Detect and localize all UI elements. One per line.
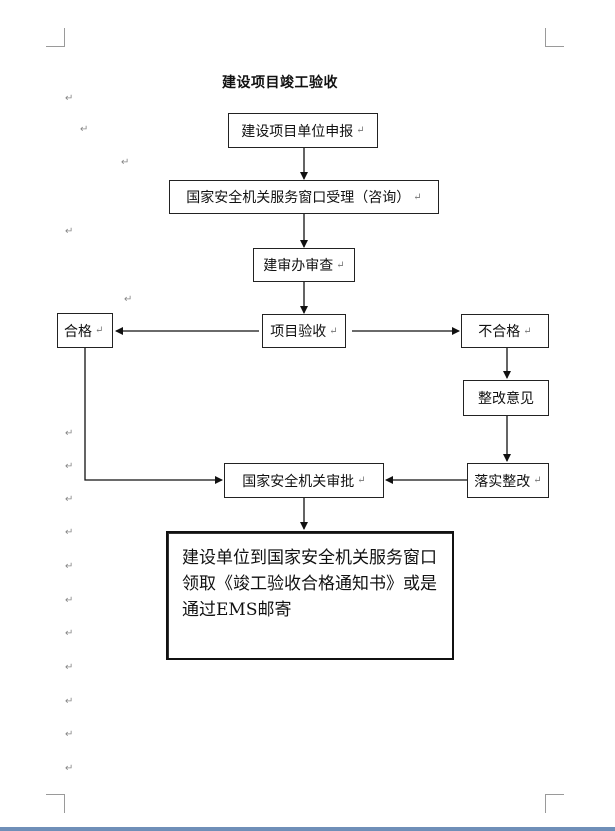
paragraph-mark: ↵ — [65, 527, 74, 538]
box-label: 整改意见 — [478, 391, 534, 407]
paragraph-mark: ↵ — [336, 259, 345, 271]
paragraph-mark: ↵ — [357, 475, 366, 486]
box-label: 建审办审查 — [263, 258, 334, 274]
flow-box-review: 建审办审查↵ — [253, 248, 355, 282]
paragraph-mark: ↵ — [65, 729, 74, 740]
crop-mark-top-left — [46, 28, 65, 47]
crop-mark-bottom-right — [545, 794, 564, 813]
paragraph-mark: ↵ — [523, 325, 532, 337]
flow-box-opinion: 整改意见 — [463, 380, 549, 416]
crop-mark-top-right — [545, 28, 564, 47]
box-label: 国家安全机关服务窗口受理（咨询） — [186, 190, 411, 206]
box-label: 不合格 — [478, 324, 521, 340]
flow-box-apply: 建设项目单位申报↵ — [228, 113, 378, 148]
paragraph-mark: ↵ — [65, 628, 74, 639]
paragraph-mark: ↵ — [329, 325, 338, 337]
document-title: 建设项目竣工验收 — [222, 75, 338, 91]
paragraph-mark: ↵ — [65, 226, 74, 237]
paragraph-mark: ↵ — [356, 125, 365, 136]
flow-box-implement: 落实整改↵ — [467, 463, 549, 498]
paragraph-mark: ↵ — [533, 475, 542, 486]
crop-mark-bottom-left — [46, 794, 65, 813]
flow-box-inspect: 项目验收↵ — [262, 314, 346, 348]
paragraph-mark: ↵ — [65, 428, 74, 439]
paragraph-mark: ↵ — [65, 763, 74, 774]
paragraph-mark: ↵ — [65, 93, 74, 104]
flow-box-final: 建设单位到国家安全机关服务窗口领取《竣工验收合格通知书》或是通过EMS邮寄 — [166, 531, 454, 660]
box-label: 落实整改 — [474, 473, 531, 490]
paragraph-mark: ↵ — [65, 696, 74, 707]
paragraph-mark: ↵ — [65, 662, 74, 673]
paragraph-mark: ↵ — [65, 461, 74, 472]
window-bottom-edge — [0, 827, 615, 831]
paragraph-mark: ↵ — [80, 124, 89, 135]
paragraph-mark: ↵ — [95, 325, 104, 336]
paragraph-mark: ↵ — [121, 157, 130, 168]
box-label: 合格 — [64, 323, 92, 340]
paragraph-mark: ↵ — [65, 494, 74, 505]
box-label: 项目验收 — [270, 324, 327, 340]
flow-box-accept: 国家安全机关服务窗口受理（咨询）↵ — [169, 180, 439, 214]
box-label: 建设单位到国家安全机关服务窗口领取《竣工验收合格通知书》或是通过EMS邮寄 — [182, 548, 437, 620]
flow-box-pass: 合格↵ — [57, 313, 113, 348]
box-label: 建设项目单位申报 — [241, 123, 354, 140]
paragraph-mark: ↵ — [65, 561, 74, 572]
paragraph-mark: ↵ — [124, 294, 133, 305]
flow-box-fail: 不合格↵ — [461, 314, 549, 348]
paragraph-mark: ↵ — [413, 191, 422, 203]
flow-box-approve: 国家安全机关审批↵ — [224, 463, 384, 498]
paragraph-mark: ↵ — [65, 595, 74, 606]
box-label: 国家安全机关审批 — [242, 473, 355, 490]
